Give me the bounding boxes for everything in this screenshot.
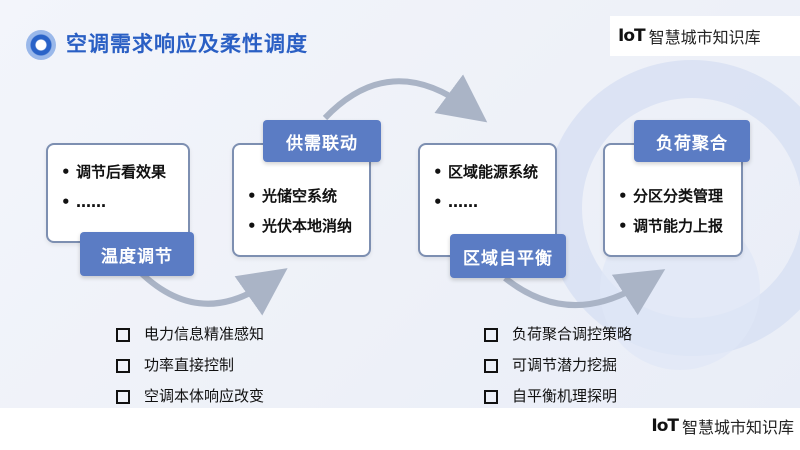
feature-list-right: 负荷聚合调控策略 可调节潜力挖掘 自平衡机理探明 [484,322,632,408]
title-target-icon [26,30,56,60]
checkbox-icon [484,390,498,404]
flow-arrows [137,74,666,316]
footer-bar [0,408,800,450]
feature-item: 功率直接控制 [116,353,264,384]
feature-list-left: 电力信息精准感知 功率直接控制 空调本体响应改变 [116,322,264,408]
stage-label-temperature: 温度调节 [80,232,194,276]
stage-item: 调节后看效果 [58,157,180,187]
stage-label-load-aggregation: 负荷聚合 [634,120,750,162]
stage-label-regional-balance: 区域自平衡 [450,234,566,278]
stage-box-supply-demand: 光储空系统 光伏本地消纳 [232,143,371,257]
stage-item: 区域能源系统 [430,157,547,187]
feature-item: 可调节潜力挖掘 [484,353,632,384]
brand-watermark-bottom: IoT 智慧城市知识库 [643,414,794,438]
stage-box-temperature: 调节后看效果 …… [46,143,190,243]
feature-item: 空调本体响应改变 [116,384,264,408]
brand-name: 智慧城市知识库 [681,418,794,437]
stage-item: 光伏本地消纳 [244,211,361,241]
checkbox-icon [116,328,130,342]
checkbox-icon [484,328,498,342]
arrow-wendu-to-gongxu [137,268,288,316]
stage-item: …… [58,187,180,217]
stage-item: 光储空系统 [244,181,361,211]
brand-watermark-top: IoT 智慧城市知识库 [610,16,800,56]
iot-logo-icon: IoT [651,416,679,436]
brand-name: 智慧城市知识库 [648,28,761,47]
page-title: 空调需求响应及柔性调度 [66,32,308,56]
feature-item: 负荷聚合调控策略 [484,322,632,353]
iot-logo-icon: IoT [618,26,646,46]
checkbox-icon [484,359,498,373]
feature-item: 电力信息精准感知 [116,322,264,353]
checkbox-icon [116,390,130,404]
stage-item: 分区分类管理 [615,181,733,211]
slide: 空调需求响应及柔性调度 调节后看效果 …… 温度调节 光储空系统 光伏本地消纳 … [0,0,800,408]
feature-item: 自平衡机理探明 [484,384,632,408]
arrow-quyu-to-fuhe [503,269,666,316]
arrow-gongxu-to-quyu [322,74,488,123]
checkbox-icon [116,359,130,373]
stage-item: …… [430,187,547,217]
stage-item: 调节能力上报 [615,211,733,241]
stage-label-supply-demand: 供需联动 [263,120,381,162]
